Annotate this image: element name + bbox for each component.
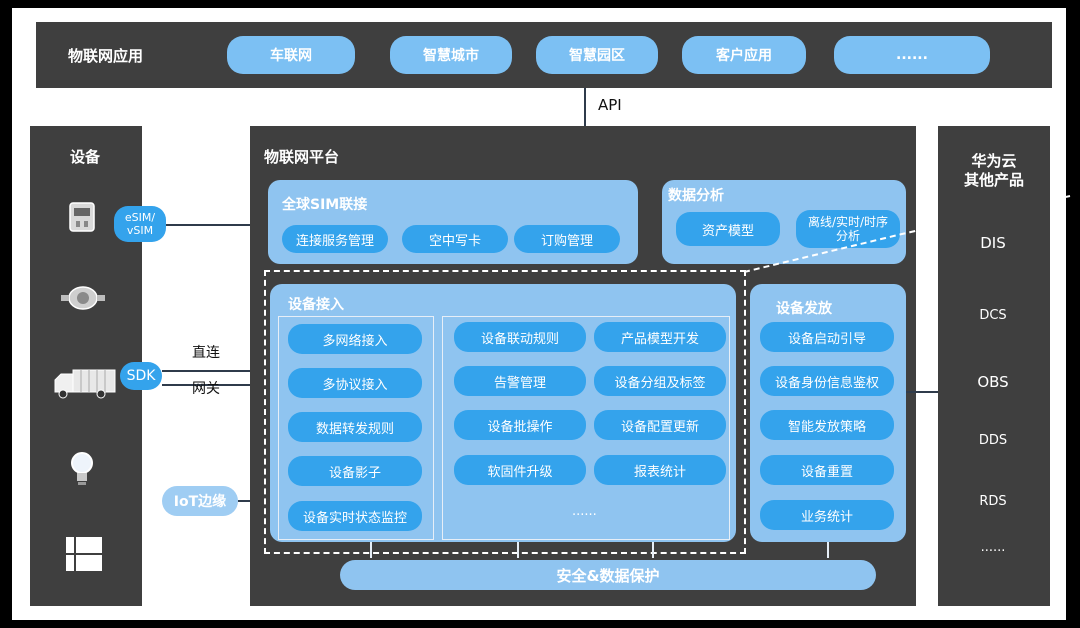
cloud-dds: DDS	[978, 433, 1008, 448]
device-reset: 设备重置	[760, 455, 894, 485]
platform-title: 物联网平台	[264, 148, 340, 166]
data-analytics-title: 数据分析	[668, 188, 724, 204]
device-config-update: 设备配置更新	[594, 410, 726, 440]
device-linkage-rules: 设备联动规则	[454, 322, 586, 352]
esim-badge: eSIM/ vSIM	[114, 206, 166, 242]
security-link-3	[652, 542, 654, 558]
app-smart-park: 智慧园区	[536, 36, 658, 74]
huawei-cloud-title: 华为云 其他产品	[963, 152, 1024, 189]
callout-dashed-line	[743, 195, 1071, 273]
gateway-connector	[162, 384, 268, 386]
app-more: ......	[834, 36, 990, 74]
security-link-1	[370, 542, 372, 558]
cloud-connector	[906, 391, 940, 393]
device-group-tags: 设备分组及标签	[594, 366, 726, 396]
esim-label: eSIM/ vSIM	[124, 211, 156, 237]
diagram-canvas: 物联网应用 车联网 智慧城市 智慧园区 客户应用 ...... API 设备	[12, 8, 1071, 620]
security-link-4	[827, 542, 829, 558]
device-shadow: 设备影子	[288, 456, 422, 486]
devices-title: 设备	[70, 148, 101, 166]
cloud-dis: DIS	[980, 234, 1006, 252]
direct-connector	[162, 370, 268, 372]
multi-protocol-access: 多协议接入	[288, 368, 422, 398]
cloud-rds: RDS	[979, 494, 1007, 509]
device-boot-guide: 设备启动引导	[760, 322, 894, 352]
asset-model: 资产模型	[676, 212, 780, 246]
smart-provision-policy: 智能发放策略	[760, 410, 894, 440]
access-right-frame	[442, 316, 730, 540]
app-customer: 客户应用	[682, 36, 806, 74]
iot-edge-label: IoT边缘	[173, 494, 227, 510]
sim-service-mgmt: 连接服务管理	[282, 225, 388, 253]
light-bulb-icon	[64, 448, 100, 490]
cloud-obs: OBS	[977, 373, 1009, 391]
api-connector	[584, 88, 586, 126]
app-car-network: 车联网	[227, 36, 355, 74]
sdk-badge: SDK	[120, 362, 162, 390]
cloud-dcs: DCS	[979, 308, 1007, 323]
cloud-items: DIS DCS OBS DDS RDS ......	[938, 8, 1050, 608]
access-more: ......	[572, 504, 597, 519]
iot-app-title: 物联网应用	[68, 47, 144, 65]
sim-ota-write: 空中写卡	[402, 225, 508, 253]
highlight-dashed-box	[264, 270, 746, 554]
huawei-cloud-panel	[938, 126, 1050, 606]
direct-label: 直连	[192, 345, 220, 361]
business-statistics: 业务统计	[760, 500, 894, 530]
app-smart-city: 智慧城市	[390, 36, 512, 74]
alarm-mgmt: 告警管理	[454, 366, 586, 396]
device-batch-ops: 设备批操作	[454, 410, 586, 440]
firmware-upgrade: 软固件升级	[454, 455, 586, 485]
cloud-more: ......	[980, 540, 1006, 555]
meter-icon	[62, 198, 102, 236]
multi-network-access: 多网络接入	[288, 324, 422, 354]
water-meter-icon	[58, 278, 108, 318]
switch-panel-icon	[64, 534, 104, 574]
device-provision-title: 设备发放	[776, 301, 832, 317]
report-statistics: 报表统计	[594, 455, 726, 485]
device-realtime-monitor: 设备实时状态监控	[288, 501, 422, 531]
security-data-protection: 安全&数据保护	[340, 560, 876, 590]
global-sim-title: 全球SIM联接	[282, 197, 368, 213]
sim-order-mgmt: 订购管理	[514, 225, 620, 253]
api-label: API	[598, 96, 622, 114]
offline-realtime-analysis: 离线/实时/时序 分析	[796, 210, 900, 248]
device-identity-auth: 设备身份信息鉴权	[760, 366, 894, 396]
sdk-label: SDK	[126, 368, 156, 384]
iot-edge-badge: IoT边缘	[162, 486, 238, 516]
security-link-2	[517, 542, 519, 558]
product-model-dev: 产品模型开发	[594, 322, 726, 352]
gateway-label: 网关	[192, 381, 220, 397]
esim-connector	[166, 224, 268, 226]
truck-icon	[52, 364, 118, 404]
access-left-frame	[278, 316, 434, 540]
data-forward-rules: 数据转发规则	[288, 412, 422, 442]
device-access-title: 设备接入	[288, 297, 344, 313]
